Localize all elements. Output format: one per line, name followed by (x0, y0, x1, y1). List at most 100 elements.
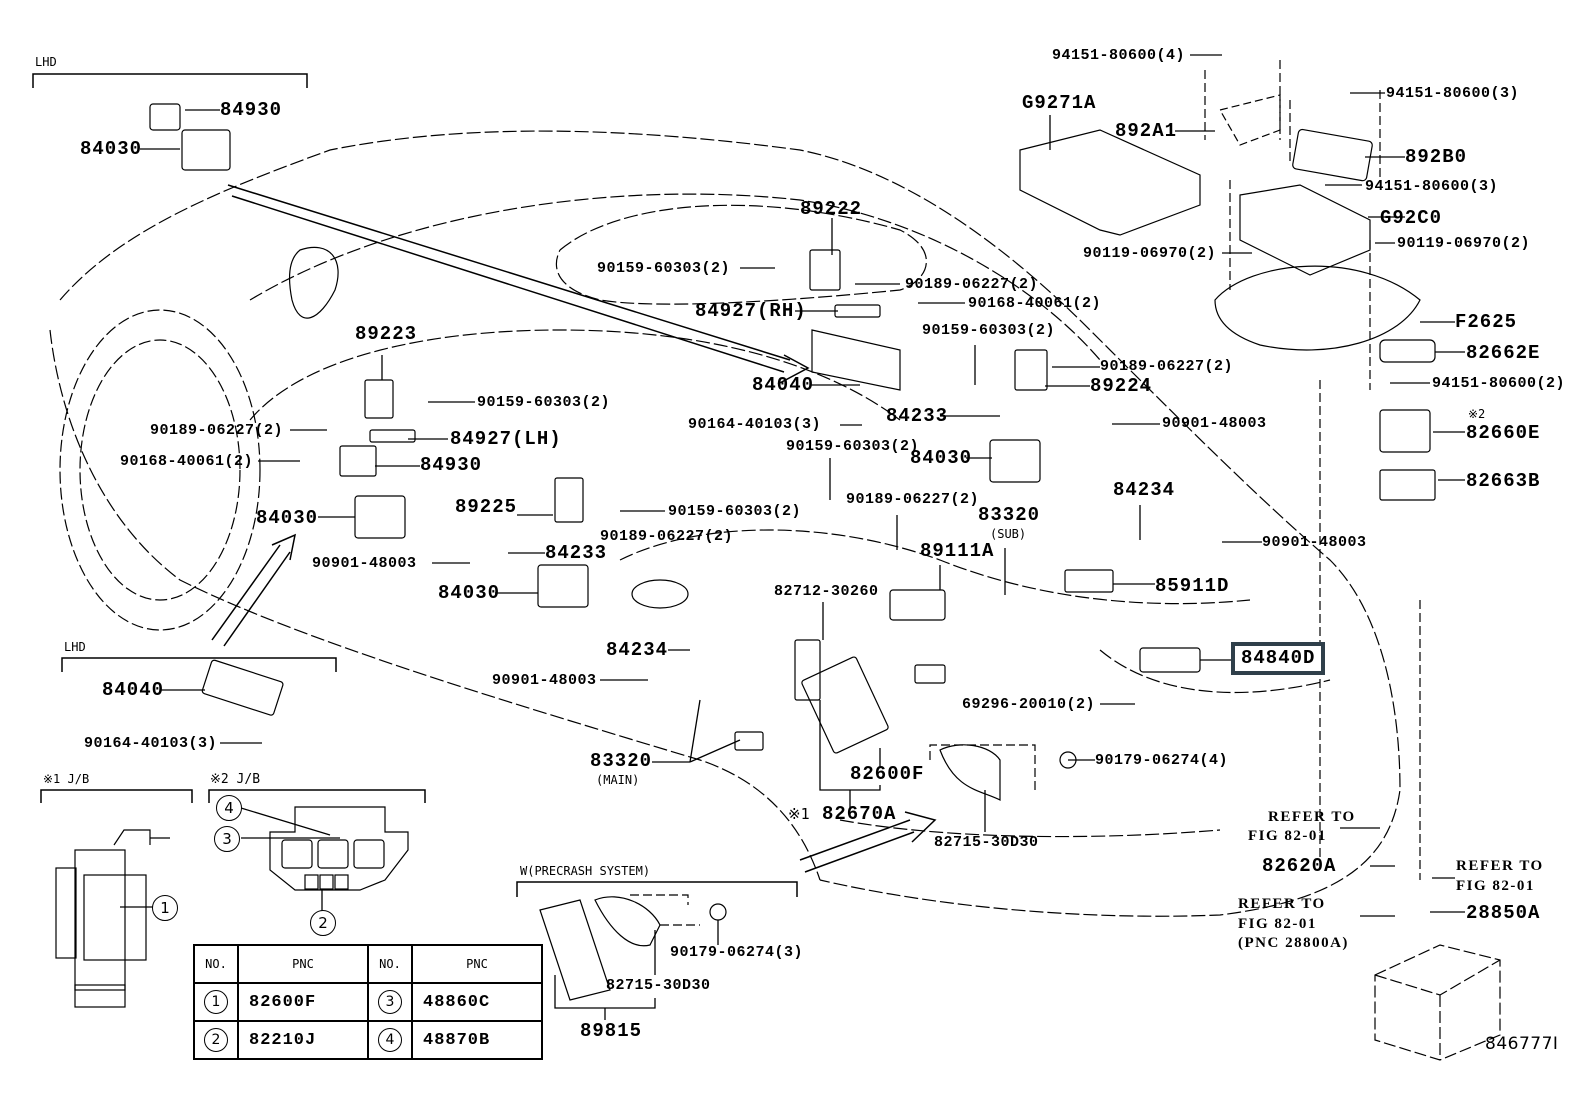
part-label-82670a[interactable]: 82670A (822, 803, 897, 825)
part-label-85911d[interactable]: 85911D (1155, 575, 1230, 597)
pnc-value[interactable]: 48860C (411, 982, 543, 1022)
part-label-89222[interactable]: 89222 (800, 198, 863, 220)
part-label-69296-20010[interactable]: 69296-20010(2) (962, 696, 1096, 713)
mark2-note: ※2 (1468, 407, 1486, 421)
part-label-94151-80600[interactable]: 94151-80600(3) (1365, 178, 1499, 195)
part-label-89224[interactable]: 89224 (1090, 375, 1153, 397)
ecu-assembly-shapes (630, 60, 1436, 926)
refer-to-fig-label[interactable]: FIG 82-01 (1456, 878, 1535, 894)
precrash-group-title: W(PRECRASH SYSTEM) (520, 864, 651, 878)
part-label-84930[interactable]: 84930 (220, 99, 283, 121)
callout-2[interactable]: 2 (310, 910, 336, 936)
part-label-90901-48003[interactable]: 90901-48003 (492, 672, 597, 689)
part-label-89111a[interactable]: 89111A (920, 540, 995, 562)
refer-to-label[interactable]: REFER TO (1456, 858, 1544, 874)
front-wheel (59, 309, 261, 631)
callout-3[interactable]: 3 (214, 826, 240, 852)
part-label-84233[interactable]: 84233 (886, 405, 949, 427)
part-label-82600f[interactable]: 82600F (850, 763, 925, 785)
part-label-90119-06970[interactable]: 90119-06970(2) (1083, 245, 1217, 262)
part-label-84030[interactable]: 84030 (910, 447, 973, 469)
lhd-group-title-top: LHD (35, 55, 57, 69)
refer-to-fig-label[interactable]: FIG 82-01 (1238, 916, 1317, 932)
part-label-82620a[interactable]: 82620A (1262, 855, 1337, 877)
part-label-82715-30d30[interactable]: 82715-30D30 (934, 834, 1039, 851)
door-handle (631, 579, 689, 609)
pnc-value[interactable]: 82210J (237, 1020, 369, 1060)
part-label-28850a[interactable]: 28850A (1466, 902, 1541, 924)
part-label-90159-60303[interactable]: 90159-60303(2) (597, 260, 731, 277)
part-label-90901-48003[interactable]: 90901-48003 (312, 555, 417, 572)
part-label-90189-06227[interactable]: 90189-06227(2) (1100, 358, 1234, 375)
part-label-84234[interactable]: 84234 (1113, 479, 1176, 501)
jb2-bracket (208, 789, 426, 803)
part-label-90901-48003[interactable]: 90901-48003 (1162, 415, 1267, 432)
header-pnc: PNC (411, 944, 543, 984)
mark1-note: ※1 (788, 805, 810, 823)
part-label-82712-30260[interactable]: 82712-30260 (774, 583, 879, 600)
part-label-84233[interactable]: 84233 (545, 542, 608, 564)
part-label-90164-40103[interactable]: 90164-40103(3) (688, 416, 822, 433)
part-label-84030[interactable]: 84030 (438, 582, 501, 604)
part-label-82715-30d30[interactable]: 82715-30D30 (606, 977, 711, 994)
part-label-f2625[interactable]: F2625 (1455, 311, 1518, 333)
jb2-group-title: ※2 J/B (210, 772, 261, 787)
part-label-89223[interactable]: 89223 (355, 323, 418, 345)
part-label-90168-40061[interactable]: 90168-40061(2) (968, 295, 1102, 312)
row-number: 2 (204, 1028, 228, 1052)
part-label-90159-60303[interactable]: 90159-60303(2) (786, 438, 920, 455)
callout-4[interactable]: 4 (216, 795, 242, 821)
part-label-82663b[interactable]: 82663B (1466, 470, 1541, 492)
part-label-90901-48003[interactable]: 90901-48003 (1262, 534, 1367, 551)
part-label-90189-06227[interactable]: 90189-06227(2) (150, 422, 284, 439)
pnc-value[interactable]: 82600F (237, 982, 369, 1022)
lhd-bottom-bracket (61, 657, 337, 672)
part-label-82660e[interactable]: 82660E (1466, 422, 1541, 444)
part-label-84840d-highlighted[interactable]: 84840D (1231, 642, 1326, 675)
part-label-90189-06227[interactable]: 90189-06227(2) (905, 276, 1039, 293)
part-label-82662e[interactable]: 82662E (1466, 342, 1541, 364)
part-label-g92c0[interactable]: G92C0 (1380, 207, 1443, 229)
header-no: NO. (367, 944, 413, 984)
part-label-94151-80600[interactable]: 94151-80600(3) (1386, 85, 1520, 102)
part-label-90159-60303[interactable]: 90159-60303(2) (477, 394, 611, 411)
part-label-89815[interactable]: 89815 (580, 1020, 643, 1042)
part-label-90168-40061[interactable]: 90168-40061(2) (120, 453, 254, 470)
part-label-94151-80600[interactable]: 94151-80600(4) (1052, 47, 1186, 64)
part-label-83320-main[interactable]: 83320 (590, 750, 653, 772)
part-label-94151-80600[interactable]: 94151-80600(2) (1432, 375, 1566, 392)
callout-1[interactable]: 1 (152, 895, 178, 921)
part-label-90179-06274[interactable]: 90179-06274(3) (670, 944, 804, 961)
main-note: (MAIN) (596, 773, 640, 787)
part-label-g9271a[interactable]: G9271A (1022, 92, 1097, 114)
part-label-84030[interactable]: 84030 (80, 138, 143, 160)
part-label-84930[interactable]: 84930 (420, 454, 483, 476)
part-label-90159-60303[interactable]: 90159-60303(2) (922, 322, 1056, 339)
part-label-90119-06970[interactable]: 90119-06970(2) (1397, 235, 1531, 252)
part-label-84040[interactable]: 84040 (102, 679, 165, 701)
lhd-top-bracket (32, 73, 308, 88)
part-label-84927-rh[interactable]: 84927(RH) (695, 300, 807, 322)
refer-to-fig-label[interactable]: FIG 82-01 (1248, 828, 1327, 844)
part-label-892b0[interactable]: 892B0 (1405, 146, 1468, 168)
battery-drawing (1374, 944, 1501, 1061)
part-label-90189-06227[interactable]: 90189-06227(2) (846, 491, 980, 508)
part-label-89225[interactable]: 89225 (455, 496, 518, 518)
part-label-90179-06274[interactable]: 90179-06274(4) (1095, 752, 1229, 769)
refer-to-label[interactable]: REFER TO (1238, 896, 1326, 912)
part-label-90164-40103[interactable]: 90164-40103(3) (84, 735, 218, 752)
pnc-value[interactable]: 48870B (411, 1020, 543, 1060)
part-label-83320-sub[interactable]: 83320 (978, 504, 1041, 526)
part-label-84234[interactable]: 84234 (606, 639, 669, 661)
part-label-90159-60303[interactable]: 90159-60303(2) (668, 503, 802, 520)
row-number: 4 (378, 1028, 402, 1052)
figure-id: 846777I (1485, 1034, 1559, 1054)
refer-to-label[interactable]: REFER TO (1268, 809, 1356, 825)
part-label-84030[interactable]: 84030 (256, 507, 319, 529)
refer-to-pnc-label[interactable]: (PNC 28800A) (1238, 935, 1349, 951)
part-label-892a1[interactable]: 892A1 (1115, 120, 1178, 142)
part-shapes (149, 103, 1201, 1001)
part-label-84040[interactable]: 84040 (752, 374, 815, 396)
part-label-90189-06227[interactable]: 90189-06227(2) (600, 528, 734, 545)
part-label-84927-lh[interactable]: 84927(LH) (450, 428, 562, 450)
